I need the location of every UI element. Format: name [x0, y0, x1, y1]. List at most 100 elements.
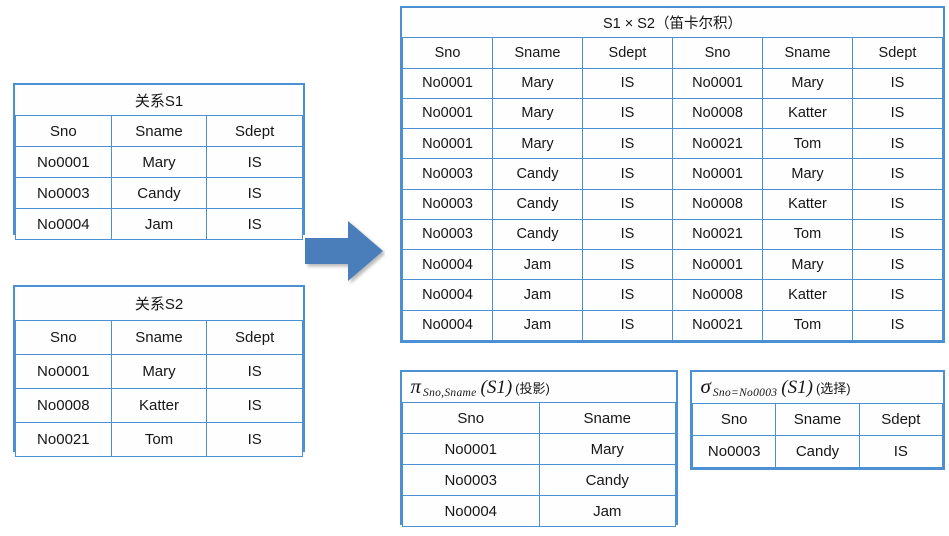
- cell-sdept-right: IS: [852, 249, 943, 281]
- cell-sname-right: Tom: [762, 218, 853, 251]
- relation-table-s1: 关系S1 Sno Sname Sdept No0001 Mary IS No00…: [13, 83, 305, 240]
- cell-sdept-left: IS: [582, 218, 673, 251]
- table-row: No0021 Tom IS: [15, 422, 303, 457]
- relation-s2-grid: 关系S2 Sno Sname Sdept No0001 Mary IS No00…: [15, 287, 303, 457]
- table-row: No0004 Jam: [402, 495, 676, 527]
- right-arrow-icon: [303, 218, 385, 284]
- table-row: No0008 Katter IS: [15, 388, 303, 423]
- cartesian-grid: S1 × S2（笛卡尔积） Sno Sname Sdept Sno Sname …: [402, 8, 943, 342]
- cell-sname-right: Mary: [762, 158, 853, 190]
- selection-expression: σ Sno=No0003 (S1) (选择): [693, 374, 943, 400]
- column-header-sname: Sname: [775, 403, 860, 436]
- cell-sname-left: Jam: [492, 309, 583, 342]
- right-arrow-glyph: [305, 221, 383, 281]
- cell-sno-left: No0001: [402, 67, 493, 99]
- cell-sno: No0021: [15, 422, 112, 457]
- cell-sname-right: Katter: [762, 188, 853, 220]
- cell-sname-left: Jam: [492, 279, 583, 311]
- table-caption-projection: π Sno,Sname (S1) (投影): [402, 372, 676, 403]
- cell-sdept-left: IS: [582, 67, 673, 99]
- cell-sname-left: Candy: [492, 188, 583, 220]
- cell-sdept-right: IS: [852, 158, 943, 190]
- cell-sdept-right: IS: [852, 67, 943, 99]
- column-header-sname: Sname: [110, 115, 208, 147]
- projection-subscript: Sno,Sname: [423, 386, 477, 399]
- cell-sno: No0008: [15, 388, 112, 423]
- cell-sdept-right: IS: [852, 128, 943, 160]
- relation-table-s2: 关系S2 Sno Sname Sdept No0001 Mary IS No00…: [13, 285, 305, 457]
- cell-sno: No0001: [15, 354, 112, 389]
- relation-table-cartesian-product: S1 × S2（笛卡尔积） Sno Sname Sdept Sno Sname …: [400, 6, 945, 343]
- cell-sno-right: No0008: [672, 97, 763, 130]
- cell-sdept-right: IS: [852, 218, 943, 251]
- cell-sname-right: Katter: [762, 279, 853, 311]
- table-row: No0001 Mary IS: [15, 146, 303, 178]
- cell-sname-left: Candy: [492, 158, 583, 190]
- cell-sdept-left: IS: [582, 128, 673, 160]
- column-header-sno: Sno: [15, 320, 112, 355]
- cell-sdept-left: IS: [582, 97, 673, 130]
- cell-sdept-right: IS: [852, 309, 943, 342]
- column-header-sdept-right: Sdept: [852, 37, 943, 69]
- table-row: No0001 Mary IS No0021 Tom IS: [402, 128, 943, 160]
- column-header-sdept: Sdept: [206, 320, 303, 355]
- cell-sno-right: No0008: [672, 279, 763, 311]
- relation-table-selection: σ Sno=No0003 (S1) (选择) Sno Sname Sdept N…: [690, 370, 945, 470]
- sigma-operator-icon: σ: [700, 374, 711, 398]
- cell-sname-right: Mary: [762, 67, 853, 99]
- column-header-sno-right: Sno: [672, 37, 763, 69]
- cell-sdept-left: IS: [582, 158, 673, 190]
- table-row: No0001 Mary IS: [15, 354, 303, 389]
- column-header-sname: Sname: [110, 320, 208, 355]
- table-caption-selection: σ Sno=No0003 (S1) (选择): [692, 372, 943, 404]
- table-row: No0003 Candy IS No0021 Tom IS: [402, 218, 943, 251]
- cell-sname-left: Candy: [492, 218, 583, 251]
- table-row: No0004 Jam IS No0001 Mary IS: [402, 249, 943, 281]
- cell-sno-right: No0001: [672, 249, 763, 281]
- projection-grid: π Sno,Sname (S1) (投影) Sno Sname No0001 M…: [402, 372, 676, 527]
- cell-sdept: IS: [206, 388, 303, 423]
- table-row: No0004 Jam IS No0021 Tom IS: [402, 309, 943, 342]
- table-caption-row: 关系S2: [15, 287, 303, 321]
- table-header-row: Sno Sname Sdept: [691, 403, 944, 436]
- column-header-sname: Sname: [538, 402, 676, 434]
- cell-sno: No0003: [691, 435, 777, 468]
- cell-sdept: IS: [858, 435, 944, 468]
- selection-subscript: Sno=No0003: [712, 387, 778, 399]
- table-row: No0003 Candy IS No0001 Mary IS: [402, 158, 943, 190]
- table-header-row: Sno Sname Sdept Sno Sname Sdept: [402, 37, 943, 69]
- table-caption-row: σ Sno=No0003 (S1) (选择): [692, 372, 943, 404]
- cell-sname-right: Tom: [762, 128, 853, 160]
- cell-sno: No0004: [402, 495, 540, 527]
- table-header-row: Sno Sname Sdept: [15, 320, 303, 355]
- cell-sname-left: Jam: [492, 249, 583, 281]
- cell-sdept-right: IS: [852, 279, 943, 311]
- cell-sno-left: No0004: [402, 249, 493, 281]
- cell-sdept: IS: [206, 422, 303, 457]
- projection-expression: π Sno,Sname (S1) (投影): [403, 375, 676, 399]
- relation-table-projection: π Sno,Sname (S1) (投影) Sno Sname No0001 M…: [400, 370, 678, 527]
- column-header-sno: Sno: [691, 403, 777, 436]
- table-caption-s2: 关系S2: [15, 287, 303, 321]
- cell-sdept-left: IS: [582, 249, 673, 281]
- cell-sdept: IS: [206, 208, 303, 240]
- column-header-sdept: Sdept: [858, 403, 944, 436]
- table-caption-s1: 关系S1: [15, 85, 303, 116]
- cell-sdept: IS: [206, 146, 303, 178]
- cell-sno-right: No0021: [672, 128, 763, 160]
- column-header-sdept-left: Sdept: [582, 37, 673, 69]
- cell-sname: Candy: [538, 464, 676, 496]
- selection-note: (选择): [815, 381, 851, 396]
- table-row: No0001 Mary IS No0001 Mary IS: [402, 67, 943, 99]
- selection-argument: (S1): [781, 377, 813, 398]
- cell-sdept-right: IS: [852, 188, 943, 220]
- cell-sno-left: No0001: [402, 128, 493, 160]
- cell-sno-right: No0008: [672, 188, 763, 220]
- cell-sno-left: No0003: [402, 188, 493, 220]
- cell-sname: Jam: [110, 208, 208, 240]
- cell-sno-right: No0021: [672, 218, 763, 251]
- relation-s1-grid: 关系S1 Sno Sname Sdept No0001 Mary IS No00…: [15, 85, 303, 240]
- cell-sno: No0003: [15, 177, 112, 209]
- cell-sname-left: Mary: [492, 128, 583, 160]
- cell-sno-left: No0003: [402, 158, 493, 190]
